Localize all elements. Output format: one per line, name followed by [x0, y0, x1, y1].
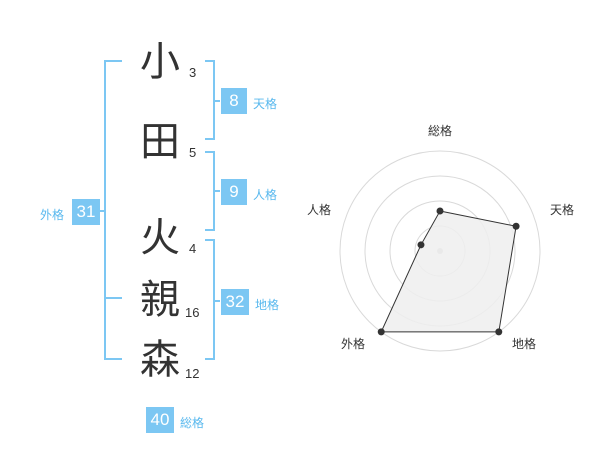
name-char-1: 小	[140, 39, 180, 85]
stroke-count-1: 3	[189, 65, 197, 80]
soukaku-badge: 40	[146, 407, 174, 433]
radar-axis-label-4: 外格	[341, 337, 366, 351]
radar-axis-label-5: 人格	[307, 203, 332, 217]
radar-point-1	[436, 207, 444, 215]
radar-point-3	[495, 328, 503, 336]
stroke-count-2: 5	[189, 145, 197, 160]
tenkaku-badge: 8	[221, 88, 247, 114]
radar-axis-label-1: 総格	[428, 124, 453, 138]
radar-point-4	[377, 328, 385, 336]
stroke-count-3: 4	[189, 241, 197, 256]
radar-axis-label-2: 天格	[550, 203, 575, 217]
gaikaku-label: 外格	[40, 208, 65, 222]
chikaku-label: 地格	[255, 298, 280, 312]
chikaku-bracket	[205, 239, 220, 360]
radar-polygon	[380, 210, 517, 333]
gaikaku-badge: 31	[72, 199, 100, 225]
name-char-2: 田	[140, 119, 180, 165]
tenkaku-label: 天格	[253, 97, 278, 111]
soukaku-label: 総格	[180, 416, 205, 430]
chikaku-badge: 32	[221, 289, 249, 315]
name-char-5: 森	[140, 337, 180, 383]
stroke-count-4: 16	[185, 305, 200, 320]
stroke-count-5: 12	[185, 366, 200, 381]
jinkaku-badge: 9	[221, 179, 247, 205]
radar-point-2	[512, 222, 520, 230]
name-char-4: 親	[140, 277, 180, 323]
radar-axis-label-3: 地格	[512, 337, 537, 351]
jinkaku-bracket	[205, 151, 220, 231]
tenkaku-bracket	[205, 60, 220, 140]
radar-point-5	[417, 241, 425, 249]
jinkaku-label: 人格	[253, 188, 278, 202]
name-char-3: 火	[140, 215, 180, 261]
radar-ring-4	[339, 150, 541, 352]
